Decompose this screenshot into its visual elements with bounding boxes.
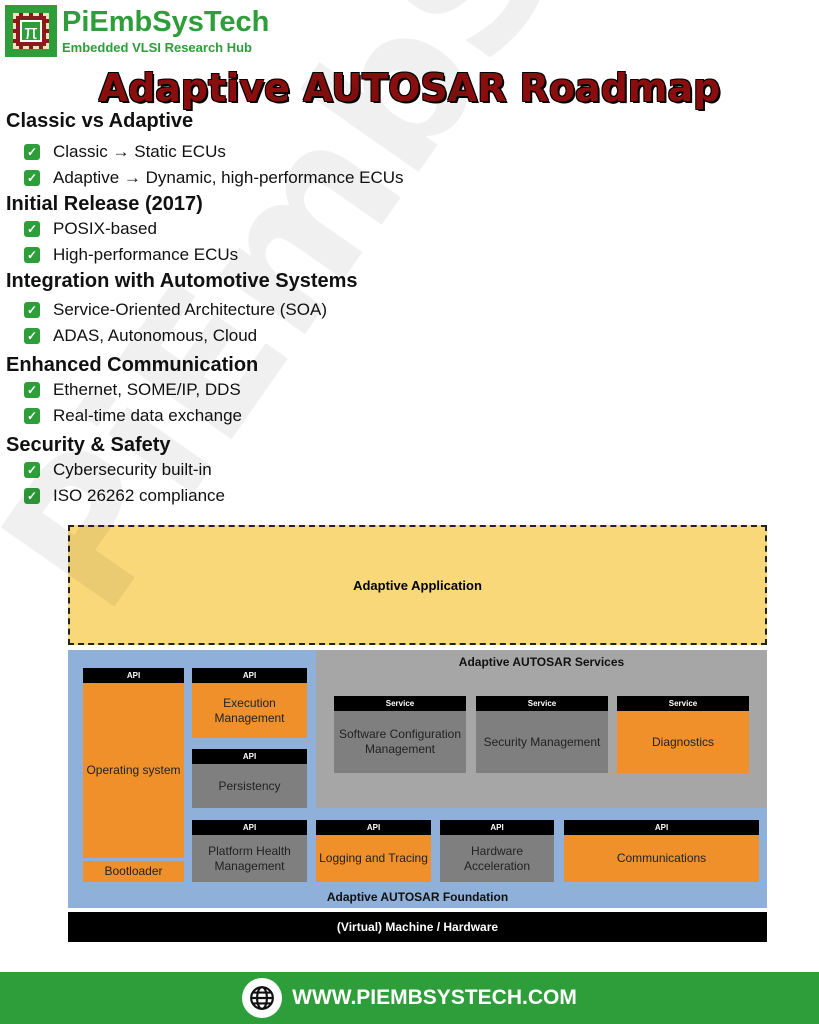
- check-icon: ✓: [24, 488, 40, 504]
- bootloader-block: Bootloader: [83, 861, 184, 882]
- check-icon: ✓: [24, 382, 40, 398]
- list-item: ✓Adaptive → Dynamic, high-performance EC…: [24, 168, 404, 188]
- check-icon: ✓: [24, 170, 40, 186]
- brand-tagline: Embedded VLSI Research Hub: [62, 40, 252, 55]
- list-item: ✓Service-Oriented Architecture (SOA): [24, 300, 327, 320]
- check-icon: ✓: [24, 328, 40, 344]
- list-item: ✓Real-time data exchange: [24, 406, 242, 426]
- page-title: Adaptive AUTOSAR Roadmap: [98, 66, 721, 110]
- list-item: ✓Ethernet, SOME/IP, DDS: [24, 380, 241, 400]
- check-icon: ✓: [24, 408, 40, 424]
- list-item: ✓Classic → Static ECUs: [24, 142, 226, 162]
- check-icon: ✓: [24, 462, 40, 478]
- check-icon: ✓: [24, 144, 40, 160]
- globe-icon: [242, 978, 283, 1018]
- check-icon: ✓: [24, 302, 40, 318]
- hardware-bar: (Virtual) Machine / Hardware: [68, 912, 767, 942]
- section-heading: Security & Safety: [6, 434, 171, 456]
- section-heading: Enhanced Communication: [6, 354, 259, 376]
- list-item: ✓Cybersecurity built-in: [24, 460, 212, 480]
- check-icon: ✓: [24, 221, 40, 237]
- check-icon: ✓: [24, 247, 40, 263]
- list-item: ✓High-performance ECUs: [24, 245, 238, 265]
- section-heading: Integration with Automotive Systems: [6, 270, 358, 292]
- list-item: ✓ADAS, Autonomous, Cloud: [24, 326, 257, 346]
- brand-name: PiEmbSysTech: [62, 6, 270, 38]
- services-label: Adaptive AUTOSAR Services: [458, 655, 625, 669]
- adaptive-application: Adaptive Application: [68, 525, 767, 645]
- section-heading: Initial Release (2017): [6, 193, 203, 215]
- list-item: ✓ISO 26262 compliance: [24, 486, 225, 506]
- list-item: ✓POSIX-based: [24, 219, 157, 239]
- footer: WWW.PIEMBSYSTECH.COM: [0, 972, 819, 1024]
- section-heading: Classic vs Adaptive: [6, 110, 194, 132]
- website-link[interactable]: WWW.PIEMBSYSTECH.COM: [292, 986, 577, 1009]
- logo: π: [5, 5, 57, 57]
- foundation-label: Adaptive AUTOSAR Foundation: [326, 890, 509, 904]
